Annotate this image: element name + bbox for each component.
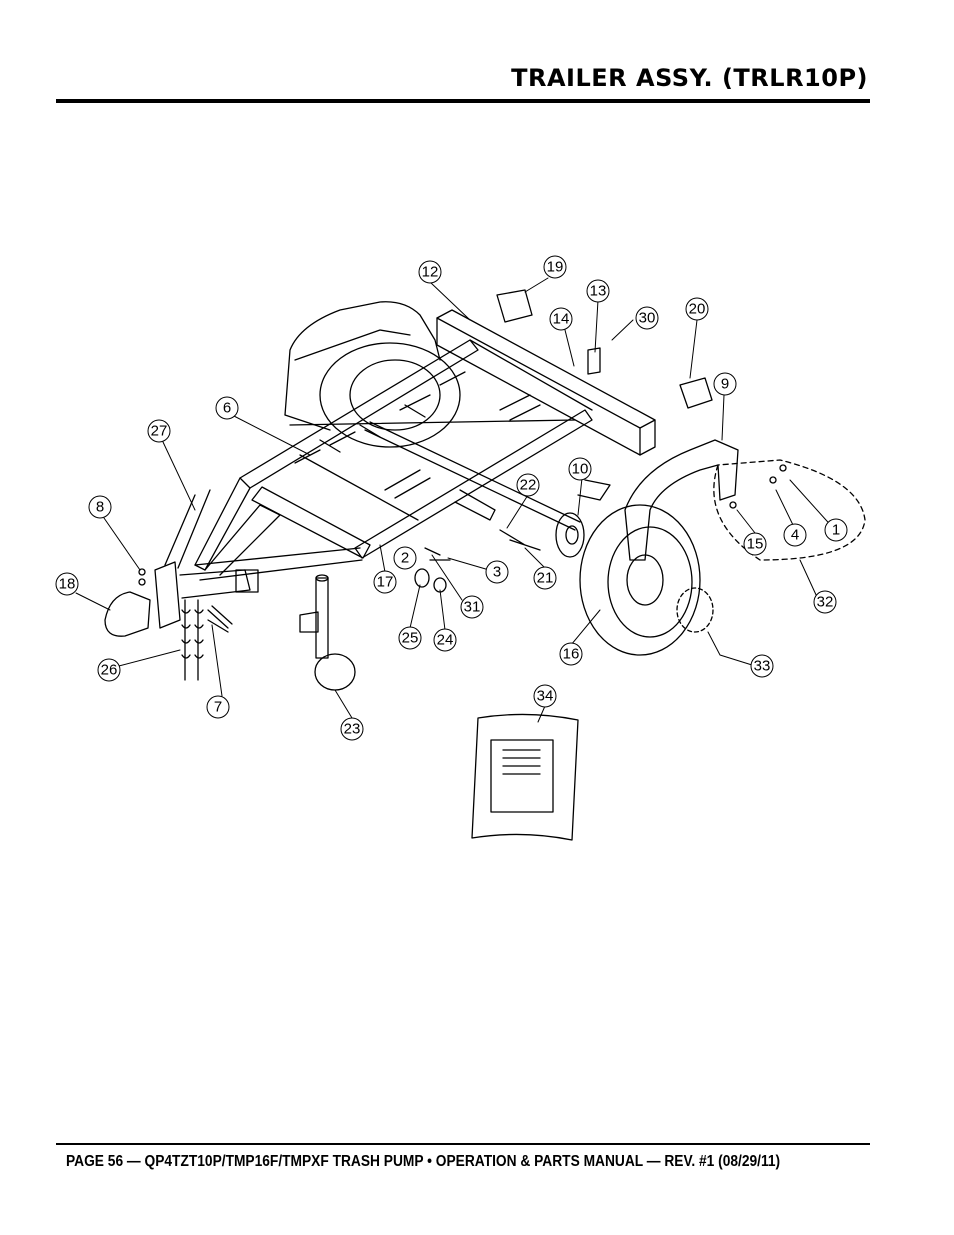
callout-26: 26: [97, 658, 121, 682]
callout-15: 15: [743, 532, 767, 556]
svg-text:33: 33: [754, 658, 771, 675]
front-fender: [624, 439, 739, 561]
callout-12: 12: [418, 260, 442, 284]
svg-text:21: 21: [537, 570, 554, 587]
svg-text:8: 8: [96, 499, 104, 516]
svg-text:14: 14: [553, 311, 570, 328]
svg-text:2: 2: [401, 550, 409, 567]
svg-text:27: 27: [151, 423, 168, 440]
frame-rails: [194, 339, 593, 581]
callout-33: 33: [750, 654, 774, 678]
svg-text:32: 32: [817, 594, 834, 611]
callout-25: 25: [398, 626, 422, 650]
svg-text:9: 9: [721, 376, 729, 393]
svg-text:15: 15: [747, 536, 764, 553]
svg-text:25: 25: [402, 630, 419, 647]
callout-30: 30: [635, 306, 659, 330]
callout-24: 24: [433, 628, 457, 652]
callout-6: 6: [215, 396, 239, 420]
hub: [555, 479, 611, 558]
callout-20: 20: [685, 297, 709, 321]
callout-22: 22: [516, 473, 540, 497]
callout-27: 27: [147, 419, 171, 443]
front-wheel: [579, 504, 701, 656]
svg-text:12: 12: [422, 264, 439, 281]
callout-10: 10: [568, 457, 592, 481]
page-footer: PAGE 56 — QP4TZT10P/TMP16F/TMPXF TRASH P…: [66, 1153, 781, 1170]
tongue-coupler: [104, 489, 259, 637]
page-title: TRAILER ASSY. (TRLR10P): [511, 64, 868, 92]
svg-text:3: 3: [493, 564, 501, 581]
callout-32: 32: [813, 590, 837, 614]
svg-text:19: 19: [547, 259, 564, 276]
callout-34: 34: [533, 684, 557, 708]
callout-16: 16: [559, 642, 583, 666]
tail-lights: [496, 289, 713, 409]
callout-2: 2: [393, 546, 417, 570]
safety-chains: [181, 599, 204, 681]
callout-31: 31: [460, 595, 484, 619]
fender-hardware: [676, 459, 866, 633]
jack-stand: [299, 574, 356, 691]
svg-text:31: 31: [464, 599, 481, 616]
header-rule: [56, 99, 870, 103]
callout-18: 18: [55, 572, 79, 596]
callout-14: 14: [549, 307, 573, 331]
svg-text:16: 16: [563, 646, 580, 663]
svg-text:17: 17: [377, 574, 394, 591]
svg-text:6: 6: [223, 400, 231, 417]
svg-text:1: 1: [832, 522, 840, 539]
callout-9: 9: [713, 372, 737, 396]
callout-1: 1: [824, 518, 848, 542]
callout-4: 4: [783, 523, 807, 547]
svg-text:22: 22: [520, 477, 537, 494]
callout-3: 3: [485, 560, 509, 584]
callout-17: 17: [373, 570, 397, 594]
svg-text:7: 7: [214, 699, 222, 716]
rear-crossmember: [436, 309, 656, 456]
svg-text:13: 13: [590, 283, 607, 300]
svg-text:18: 18: [59, 576, 76, 593]
manual-document: [471, 713, 579, 841]
svg-text:10: 10: [572, 461, 589, 478]
callout-19: 19: [543, 255, 567, 279]
callout-8: 8: [88, 495, 112, 519]
rear-fender-wheel: [284, 301, 461, 448]
svg-text:26: 26: [101, 662, 118, 679]
callout-21: 21: [533, 566, 557, 590]
footer-rule: [56, 1143, 870, 1145]
callouts: 1 2 3 4 6 7 8 9 10 12 13 14 15 16 17 18 …: [55, 255, 848, 741]
svg-text:20: 20: [689, 301, 706, 318]
callout-23: 23: [340, 717, 364, 741]
svg-text:24: 24: [437, 632, 454, 649]
svg-text:23: 23: [344, 721, 361, 738]
callout-13: 13: [586, 279, 610, 303]
small-hardware: [138, 529, 541, 633]
svg-text:4: 4: [791, 527, 799, 544]
callout-7: 7: [206, 695, 230, 719]
svg-text:34: 34: [537, 688, 554, 705]
svg-text:30: 30: [639, 310, 656, 327]
axle: [364, 421, 581, 531]
